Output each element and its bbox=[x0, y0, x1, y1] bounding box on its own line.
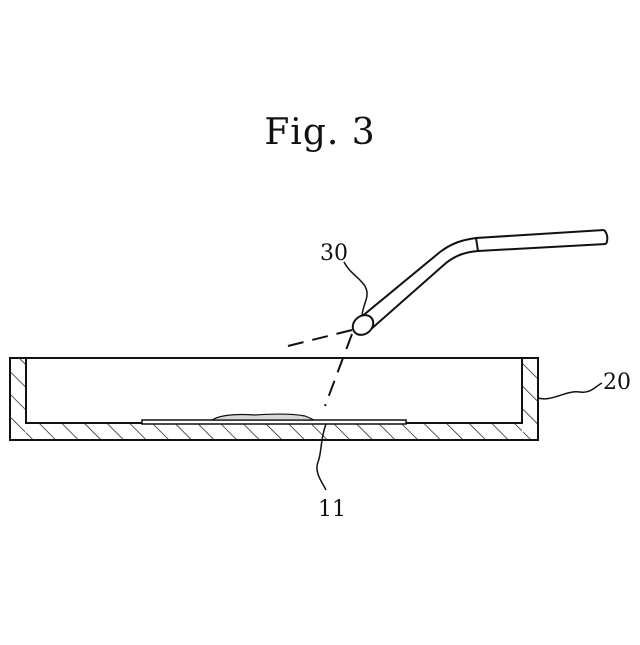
spray-lines bbox=[280, 330, 352, 406]
container bbox=[10, 358, 538, 440]
leader-lines bbox=[317, 262, 602, 490]
label-nozzle: 30 bbox=[320, 241, 348, 266]
sample-layer bbox=[142, 414, 406, 424]
label-sample: 11 bbox=[318, 497, 346, 522]
label-container: 20 bbox=[603, 370, 631, 395]
figure-title: Fig. 3 bbox=[0, 112, 640, 153]
nozzle bbox=[349, 230, 608, 339]
